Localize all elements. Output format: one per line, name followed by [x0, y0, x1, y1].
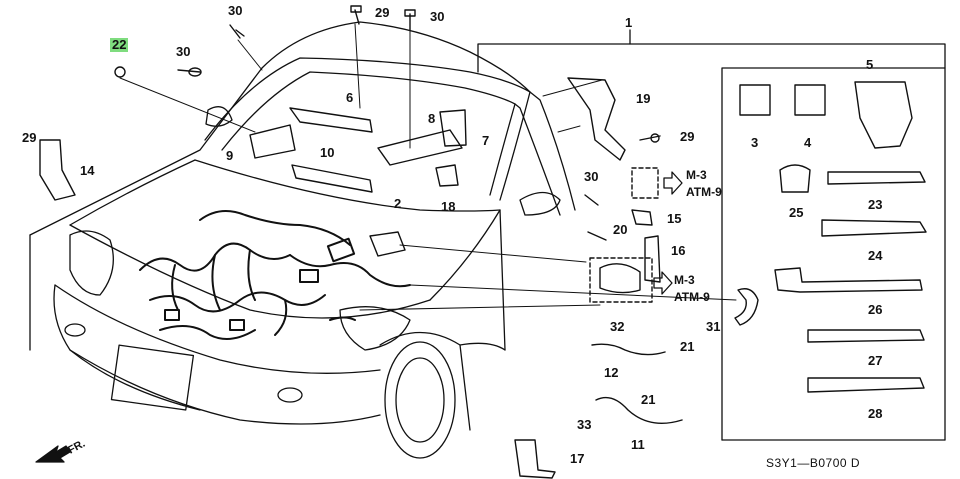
leader-lines	[119, 23, 737, 311]
variant-tag-lower-line2: ATM-9	[674, 290, 710, 304]
callout-29[interactable]: 29	[680, 129, 695, 144]
callout-9[interactable]: 9	[226, 148, 234, 163]
variant-tag-lower-line1: M-3	[674, 273, 695, 287]
callout-10[interactable]: 10	[320, 145, 335, 160]
callout-31[interactable]: 31	[706, 319, 721, 334]
callout-14[interactable]: 14	[80, 163, 95, 178]
callout-11[interactable]: 11	[631, 437, 645, 452]
callout-1[interactable]: 1	[625, 15, 633, 30]
variant-tag-upper-line2: ATM-9	[686, 185, 722, 199]
callout-30[interactable]: 30	[176, 44, 191, 59]
callout-33[interactable]: 33	[577, 417, 592, 432]
callout-29[interactable]: 29	[22, 130, 37, 145]
callout-16[interactable]: 16	[671, 243, 686, 258]
callout-4[interactable]: 4	[804, 135, 812, 150]
diagram-code: S3Y1—B0700 D	[766, 456, 861, 470]
callout-7[interactable]: 7	[482, 133, 490, 148]
car-body-outline	[29, 21, 576, 459]
callout-23[interactable]: 23	[868, 197, 883, 212]
engine-wire-harness	[139, 210, 411, 340]
callout-17[interactable]: 17	[570, 451, 585, 466]
callout-2[interactable]: 2	[394, 196, 402, 211]
callout-6[interactable]: 6	[346, 90, 354, 105]
callout-32[interactable]: 32	[610, 319, 625, 334]
callout-8[interactable]: 8	[428, 111, 436, 126]
callout-21[interactable]: 21	[641, 392, 656, 407]
callout-30[interactable]: 30	[584, 169, 599, 184]
callout-15[interactable]: 15	[667, 211, 682, 226]
callout-30[interactable]: 30	[228, 3, 243, 18]
callout-25[interactable]: 25	[789, 205, 804, 220]
callout-12[interactable]: 12	[604, 365, 619, 380]
callout-22[interactable]: 22	[110, 37, 129, 52]
callout-24[interactable]: 24	[868, 248, 883, 263]
callout-20[interactable]: 20	[613, 222, 628, 237]
component-shapes	[39, 5, 927, 479]
front-direction-arrow	[35, 445, 71, 463]
variant-tag-upper-line1: M-3	[686, 168, 707, 182]
callout-5[interactable]: 5	[866, 57, 874, 72]
callout-19[interactable]: 19	[636, 91, 651, 106]
callout-30[interactable]: 30	[430, 9, 445, 24]
assembly-bracket-lines	[477, 29, 946, 441]
callout-18[interactable]: 18	[441, 199, 456, 214]
callout-29[interactable]: 29	[375, 5, 390, 20]
callout-3[interactable]: 3	[751, 135, 759, 150]
variant-arrows	[653, 171, 683, 295]
callout-28[interactable]: 28	[868, 406, 883, 421]
callout-26[interactable]: 26	[868, 302, 883, 317]
callout-21[interactable]: 21	[680, 339, 695, 354]
callout-27[interactable]: 27	[868, 353, 883, 368]
